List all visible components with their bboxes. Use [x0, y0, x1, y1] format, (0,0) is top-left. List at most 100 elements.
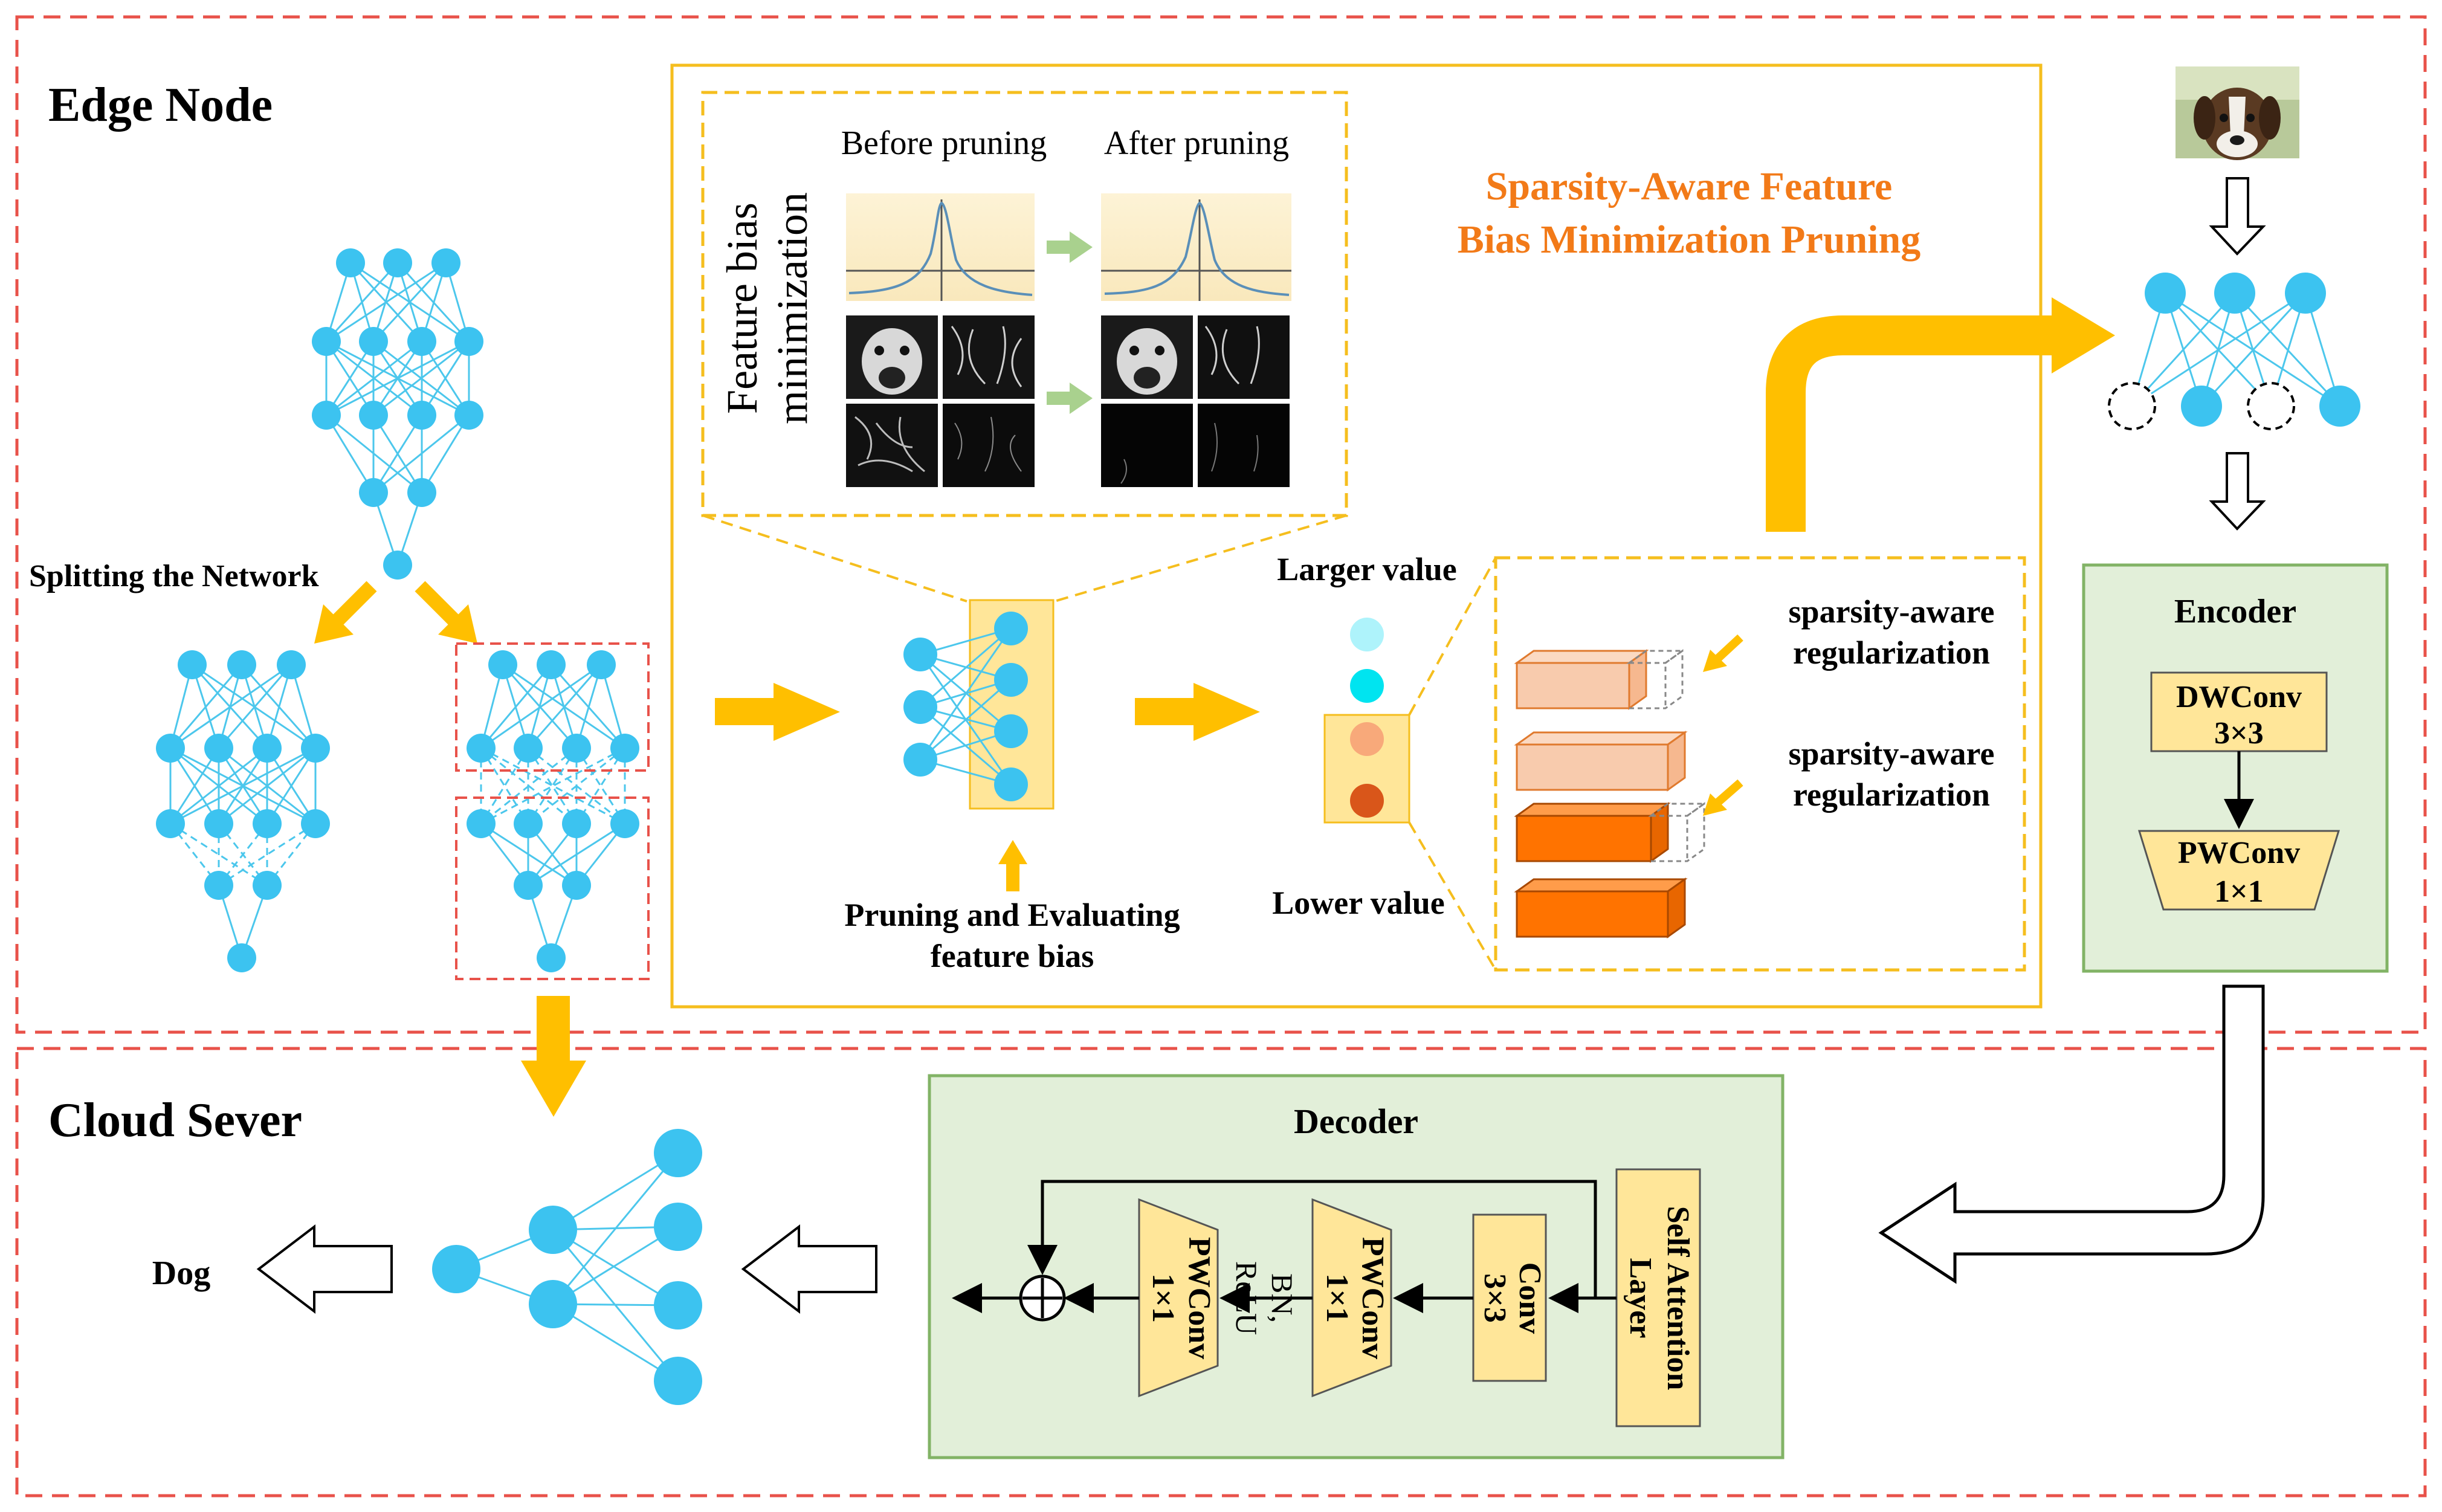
value-dot-4: [1350, 784, 1384, 818]
pruning-title-line2: Bias Minimization Pruning: [1458, 218, 1920, 262]
edge-part-box: [455, 642, 650, 772]
conv-line1: Conv: [1513, 1262, 1547, 1334]
network-edge: [552, 1229, 679, 1307]
split-network-right: [467, 650, 639, 972]
network-node: [994, 663, 1028, 697]
network-edge: [372, 415, 423, 493]
network-node: [610, 809, 639, 838]
network-edge: [552, 1152, 679, 1305]
cloud-network: [432, 1129, 702, 1405]
pruning-network: [903, 612, 1028, 801]
network-node: [204, 734, 233, 763]
edge-node-frame: [15, 15, 2427, 1034]
network-edge: [266, 748, 317, 824]
network-edge: [480, 664, 552, 749]
network-node: [407, 327, 436, 356]
plot-after: [1101, 193, 1291, 301]
zoom-line-bottom: [1408, 821, 1497, 971]
pruning-eval-line1: Pruning and Evaluating: [844, 897, 1180, 933]
pruning-panel: [670, 63, 2043, 1009]
pruning-title-line1: Sparsity-Aware Feature: [1486, 164, 1893, 208]
decoder-title: Decoder: [1294, 1102, 1418, 1141]
reg1-line2: regularization: [1793, 635, 1990, 671]
network-node: [312, 401, 341, 430]
plot-before: [846, 193, 1035, 301]
dwconv-block: [2150, 671, 2328, 752]
input-dog-image: [2176, 66, 2299, 160]
network-node: [407, 401, 436, 430]
network-node: [514, 809, 543, 838]
network-edge: [169, 748, 220, 824]
network-edge: [480, 747, 625, 825]
arrow-into-pruning: [715, 683, 840, 741]
network-edge: [2131, 292, 2306, 407]
network-node: [562, 734, 591, 763]
network-edge: [218, 664, 292, 749]
reg2-line2: regularization: [1793, 777, 1990, 813]
edge-node-label: Edge Node: [48, 79, 273, 132]
network-edge: [326, 340, 422, 416]
network-edge: [480, 747, 625, 825]
value-dot-2: [1350, 669, 1384, 703]
network-edge: [325, 341, 375, 416]
network-node: [253, 734, 282, 763]
self-attention-block: [1615, 1168, 1701, 1427]
network-node: [2319, 386, 2360, 427]
network-edge: [528, 822, 625, 887]
network-node: [454, 401, 483, 430]
network-edge: [480, 747, 577, 825]
network-edge: [920, 627, 1012, 708]
network-edge: [575, 748, 626, 824]
network-node: [514, 734, 543, 763]
pwconv-dec2-line2: 1×1: [1146, 1273, 1180, 1323]
network-node: [537, 650, 566, 679]
feature-bias-label-line2: minimization: [768, 192, 816, 424]
network-node: [994, 612, 1028, 645]
hollow-down-arrow-2: [2209, 452, 2266, 531]
network-node: [654, 1281, 702, 1329]
pwconv-dec2-line1: PWConv: [1182, 1237, 1216, 1359]
split-arrow-right: [415, 581, 477, 644]
reg2-line1: sparsity-aware: [1789, 735, 1995, 772]
network-node: [654, 1129, 702, 1177]
network-edge: [480, 748, 529, 824]
network-node: [488, 650, 517, 679]
cube-3: [1514, 802, 1707, 863]
network-edge: [325, 262, 399, 343]
network-node: [903, 638, 937, 671]
network-edge: [170, 822, 268, 887]
network-node: [156, 809, 185, 838]
network-edge: [480, 748, 529, 824]
network-node: [587, 650, 616, 679]
network-node: [994, 714, 1028, 748]
network-node: [529, 1206, 577, 1254]
network-node: [253, 809, 282, 838]
network-edge: [528, 747, 625, 825]
splitting-label: Splitting the Network: [29, 559, 319, 593]
feature-bias-label-line1: Feature bias: [718, 202, 766, 414]
feature-bias-panel: [701, 91, 1348, 517]
network-node: [2214, 273, 2255, 314]
network-edge: [373, 414, 470, 494]
network-node: [227, 650, 256, 679]
pruned-node: [2247, 382, 2295, 430]
encoder-to-decoder-arrow: [1878, 984, 2265, 1284]
network-node: [562, 871, 591, 900]
zoom-line-left: [702, 514, 967, 603]
network-edge: [218, 822, 316, 887]
network-node: [467, 809, 496, 838]
network-edge: [2200, 292, 2307, 407]
network-node: [312, 327, 341, 356]
split-network-left: [156, 650, 330, 972]
network-node: [336, 248, 365, 277]
feature-map-arrow: [1047, 383, 1093, 414]
cloud-server-frame: [15, 1047, 2427, 1497]
cube-1: [1514, 649, 1685, 710]
feature-maps-after: [1101, 315, 1290, 487]
value-dot-1: [1350, 618, 1384, 651]
network-node: [407, 478, 436, 507]
network-node: [204, 809, 233, 838]
cube-4: [1514, 877, 1688, 939]
network-node: [301, 809, 330, 838]
